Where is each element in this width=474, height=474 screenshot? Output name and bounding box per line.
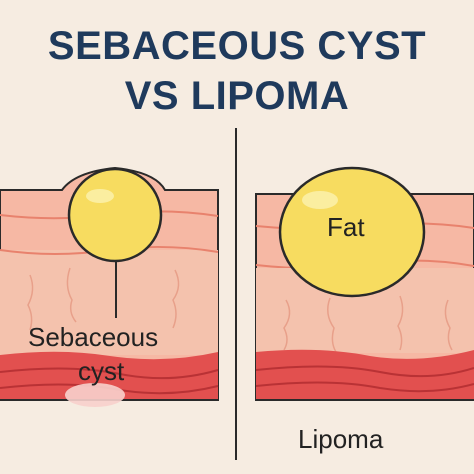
sebaceous-cyst-label-line-1: Sebaceous — [28, 322, 159, 352]
page-title-line-1: SEBACEOUS CYST — [47, 24, 427, 68]
right-skin-panel — [255, 166, 474, 401]
inflammation-glow — [65, 383, 125, 407]
lipoma-highlight — [302, 191, 338, 209]
left-capillary — [27, 274, 34, 331]
left-dermis-layer — [0, 250, 218, 355]
fat-label: Fat — [327, 212, 365, 242]
right-capillary — [444, 299, 453, 351]
right-capillary — [397, 295, 404, 351]
sebaceous-cyst-label-line-2: cyst — [78, 356, 125, 386]
left-deep-layer — [0, 351, 218, 400]
left-capillary — [172, 269, 180, 329]
left-skin-panel — [0, 166, 219, 407]
left-deep-stripe — [0, 367, 219, 380]
page-title-line-2: VS LIPOMA — [124, 74, 350, 118]
left-capillary — [66, 267, 77, 323]
lipoma-caption: Lipoma — [298, 424, 384, 454]
right-deep-stripe — [255, 365, 474, 378]
right-capillary — [283, 299, 291, 351]
right-capillary — [327, 297, 337, 353]
sebaceous-cyst-sac — [67, 167, 163, 263]
right-deep-layer — [256, 349, 474, 400]
cyst-highlight — [86, 189, 114, 203]
right-deep-stripe — [255, 381, 474, 393]
